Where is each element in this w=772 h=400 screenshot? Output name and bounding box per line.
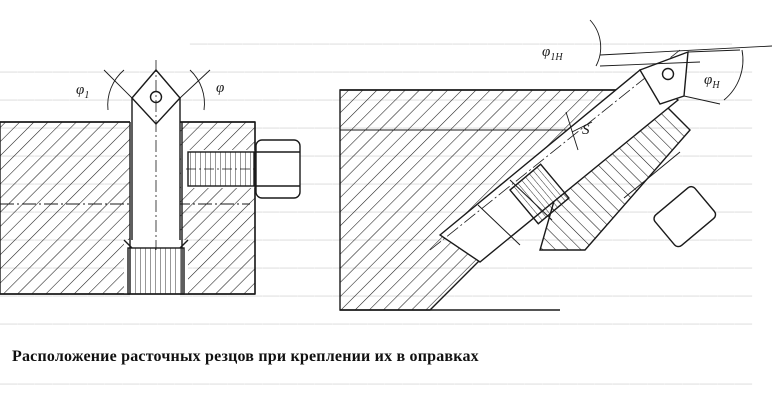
phi1-arc <box>107 69 125 111</box>
label-phi1: φ1 <box>76 82 89 101</box>
label-phi1h: φ1Н <box>542 44 563 63</box>
svg-text:——————————————————————————————: ——————————————————————————————— <box>189 33 733 52</box>
left-lower-plug <box>127 247 185 295</box>
right-set-screw <box>509 163 570 225</box>
right-cutter-channel <box>438 69 680 263</box>
right-view-inclined-mount <box>339 19 772 311</box>
angle-labels: φ1 φ φ1Н φН S <box>76 44 720 138</box>
left-view-straight-mount <box>0 60 301 298</box>
label-phih: φН <box>704 72 720 91</box>
phih-arc <box>723 49 744 101</box>
left-screw-head <box>255 139 301 199</box>
svg-text:——————————————————————————————: ————————————————————————————————————————… <box>0 61 753 80</box>
figure-caption: Расположение расточных резцов при крепле… <box>12 348 479 365</box>
phi1h-arc <box>589 19 602 67</box>
label-s: S <box>582 122 590 138</box>
label-phi: φ <box>216 80 224 96</box>
svg-text:——————————————————————————————: ————————————————————————————————————————… <box>0 373 753 392</box>
right-insert-hole <box>661 67 675 81</box>
svg-text:——————————————————————————————: ————————————————————————————————————————… <box>0 313 753 332</box>
phi-arc <box>189 69 205 111</box>
right-screw-head <box>653 185 717 248</box>
left-cutter-shank <box>131 98 181 246</box>
